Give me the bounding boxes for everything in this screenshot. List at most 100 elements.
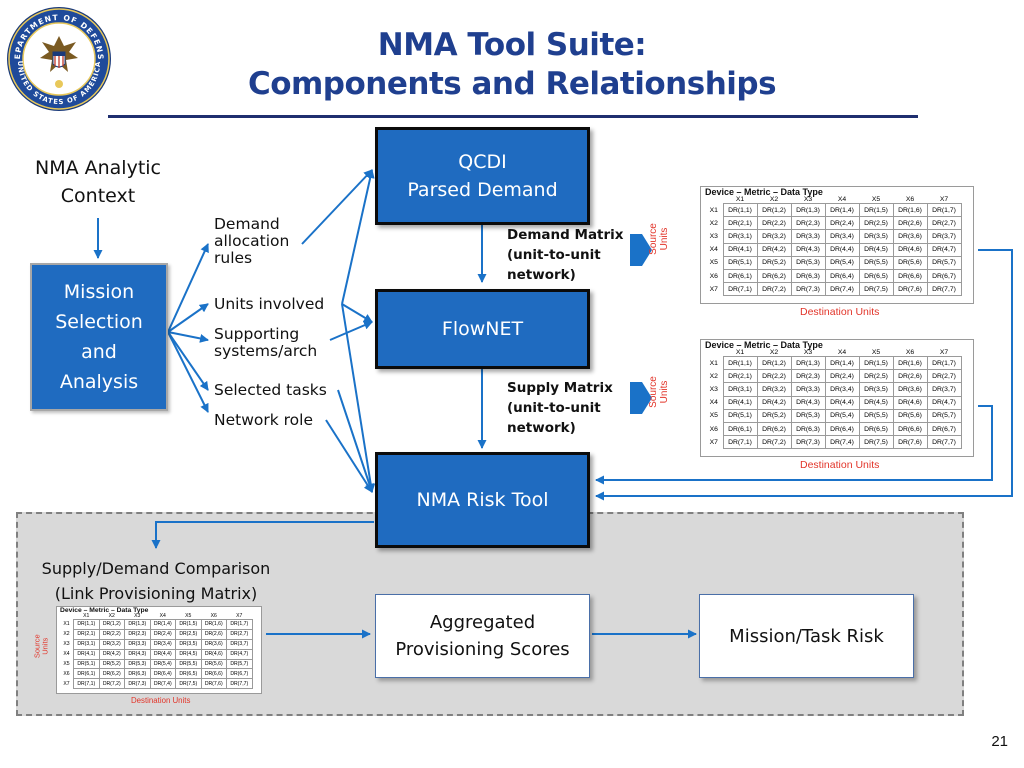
arrow-supply-matrix-to-risk	[595, 405, 993, 485]
matrix-cell: DR(4,1)	[722, 242, 758, 257]
matrix-cell: DR(4,6)	[892, 395, 928, 410]
matrix-cell: DR(4,1)	[73, 648, 100, 660]
arrow-units-to-flownet	[341, 303, 373, 323]
demand-matrix-line-1: Demand Matrix	[507, 227, 624, 243]
risk-tool-label: NMA Risk Tool	[416, 489, 549, 511]
matrix-cell: DR(5,3)	[790, 408, 826, 423]
matrix-cell: DR(5,2)	[98, 658, 125, 670]
matrix-cell: DR(1,4)	[149, 619, 176, 630]
arrow-mission-units	[167, 303, 209, 333]
mission-selection-box[interactable]: Mission Selection and Analysis	[30, 263, 168, 411]
matrix-cell: DR(6,6)	[200, 668, 227, 680]
matrix-row-header: X1	[63, 621, 70, 628]
matrix-cell: DR(4,4)	[824, 242, 860, 257]
matrix-cell: DR(2,1)	[73, 628, 100, 640]
link-destination-units-label: Destination Units	[131, 696, 191, 705]
matrix-cell: DR(2,2)	[98, 628, 125, 640]
matrix-cell: DR(6,2)	[98, 668, 125, 680]
matrix-cell: DR(1,2)	[98, 619, 125, 630]
qcdi-box[interactable]: QCDI Parsed Demand	[375, 127, 590, 225]
matrix-cell: DR(1,5)	[175, 619, 202, 630]
matrix-cell: DR(6,1)	[722, 421, 758, 437]
comparison-line-2: (Link Provisioning Matrix)	[54, 584, 258, 603]
matrix-cell: DR(1,6)	[892, 355, 928, 371]
matrix-row-header: X7	[709, 438, 718, 446]
matrix-cell: DR(7,2)	[98, 678, 125, 690]
matrix-cell: DR(4,6)	[892, 242, 928, 257]
arrow-demand-to-qcdi	[301, 169, 373, 245]
matrix-cell: DR(7,6)	[200, 678, 227, 690]
matrix-cell: DR(5,1)	[73, 658, 100, 670]
matrix-cell: DR(6,4)	[149, 668, 176, 680]
title-line-1: NMA Tool Suite:	[377, 27, 647, 63]
matrix-cell: DR(7,4)	[824, 282, 860, 297]
matrix-row-header: X5	[709, 412, 718, 420]
matrix-cell: DR(7,2)	[756, 282, 792, 297]
aggregated-line-2: Provisioning Scores	[395, 639, 570, 660]
matrix-column-header: X4	[159, 613, 166, 619]
matrix-cell: DR(2,2)	[756, 369, 792, 384]
demand-allocation-rules-label: Demand allocation rules	[214, 216, 289, 267]
demand-matrix-label: Demand Matrix (unit-to-unit network)	[507, 225, 624, 285]
supply-destination-units-label: Destination Units	[800, 459, 880, 471]
matrix-cell: DR(1,3)	[124, 619, 151, 630]
matrix-column-header: X3	[803, 348, 813, 356]
supply-matrix-label: Supply Matrix (unit-to-unit network)	[507, 378, 613, 438]
arrow-mission-role	[167, 331, 209, 413]
arrow-role-to-risk	[325, 419, 373, 493]
matrix-corner-cell	[705, 195, 723, 204]
matrix-cell: DR(1,3)	[790, 355, 826, 371]
matrix-cell: DR(3,1)	[722, 229, 758, 244]
matrix-cell: DR(3,2)	[98, 638, 125, 650]
matrix-row-header: X1	[709, 206, 718, 214]
arrow-units-to-qcdi	[341, 169, 375, 305]
matrix-cell: DR(2,5)	[175, 628, 202, 640]
flownet-box[interactable]: FlowNET	[375, 289, 590, 369]
matrix-cell: DR(1,5)	[858, 202, 894, 218]
dod-seal-logo: DEPARTMENT OF DEFENSE UNITED STATES OF A…	[6, 6, 111, 111]
mission-task-risk-box[interactable]: Mission/Task Risk	[699, 594, 914, 678]
matrix-cell: DR(3,2)	[756, 382, 792, 397]
mission-line-3: and	[81, 341, 117, 363]
matrix-cell: DR(4,7)	[926, 242, 962, 257]
matrix-cell: DR(3,5)	[858, 229, 894, 244]
nma-risk-tool-box[interactable]: NMA Risk Tool	[375, 452, 590, 548]
matrix-cell: DR(1,1)	[73, 619, 100, 630]
aggregated-provisioning-box[interactable]: Aggregated Provisioning Scores	[375, 594, 590, 678]
demand-line-2: allocation	[214, 232, 290, 250]
link-matrix-title: Device – Metric – Data Type	[60, 607, 149, 614]
demand-line-3: rules	[214, 249, 253, 267]
analytic-context-line-1: NMA Analytic	[34, 157, 162, 179]
matrix-cell: DR(7,7)	[926, 282, 962, 297]
matrix-cell: DR(7,5)	[858, 282, 894, 297]
matrix-cell: DR(4,2)	[756, 395, 792, 410]
matrix-cell: DR(3,6)	[892, 229, 928, 244]
matrix-row-header: X4	[709, 399, 718, 407]
selected-tasks-label: Selected tasks	[214, 381, 327, 399]
mission-line-2: Selection	[55, 311, 143, 333]
slide-title: NMA Tool Suite: Components and Relations…	[0, 26, 1024, 104]
matrix-row-header: X3	[63, 641, 70, 648]
matrix-cell: DR(5,4)	[149, 658, 176, 670]
matrix-cell: DR(6,4)	[824, 268, 860, 284]
analytic-context-line-2: Context	[60, 185, 136, 207]
source-label-line-2: Units	[659, 380, 670, 404]
matrix-cell: DR(3,5)	[858, 382, 894, 397]
matrix-cell: DR(1,7)	[926, 202, 962, 218]
matrix-row-header: X1	[709, 359, 718, 367]
arrow-units-to-risk	[341, 303, 376, 493]
matrix-cell: DR(5,6)	[892, 408, 928, 423]
matrix-cell: DR(2,6)	[892, 216, 928, 231]
matrix-cell: DR(3,2)	[756, 229, 792, 244]
matrix-cell: DR(7,3)	[790, 435, 826, 450]
matrix-cell: DR(4,3)	[790, 242, 826, 257]
matrix-cell: DR(1,4)	[824, 355, 860, 371]
supporting-line-1: Supporting	[214, 325, 300, 343]
